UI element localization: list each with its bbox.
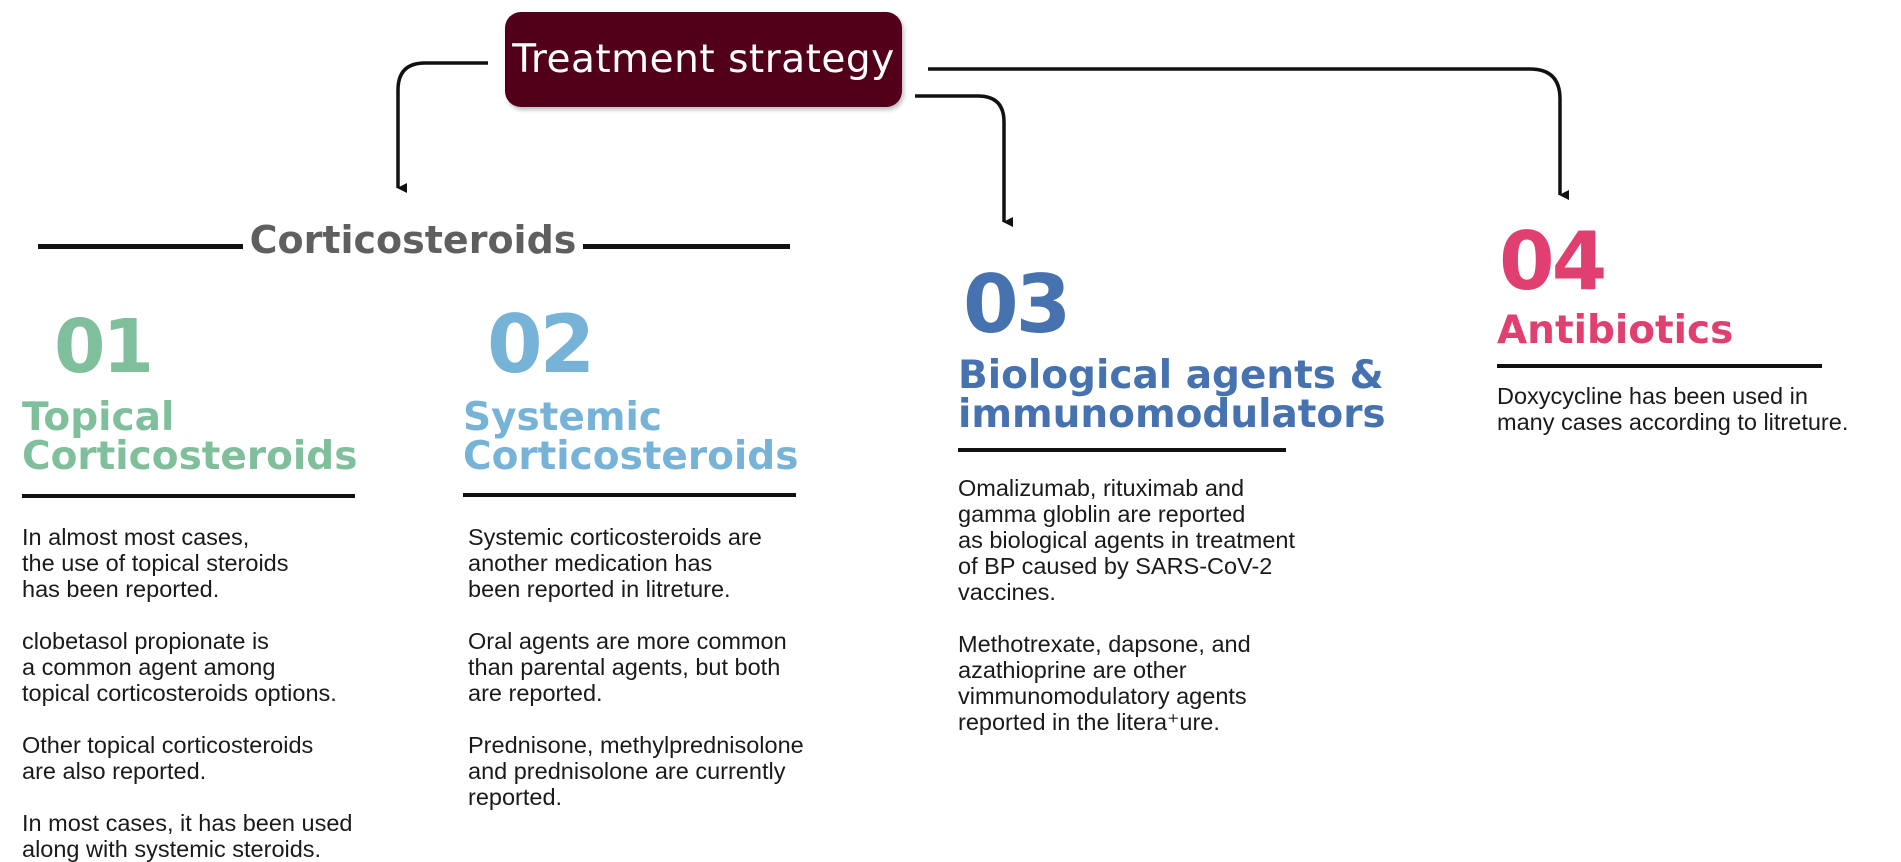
biological-agents-card: 03 Biological agents & immunomodulators … [958, 265, 1408, 735]
card-title: Topical Corticosteroids [22, 398, 402, 476]
card-paragraph: In almost most cases, the use of topical… [22, 524, 289, 602]
card-body: Doxycycline has been used in many cases … [1497, 383, 1897, 435]
corticosteroids-group-header: Corticosteroids [38, 218, 790, 274]
card-divider [463, 493, 796, 497]
card-divider [958, 448, 1286, 452]
card-paragraph: clobetasol propionate is a common agent … [22, 628, 337, 706]
topical-corticosteroids-card: 01 Topical Corticosteroids In almost mos… [22, 310, 402, 862]
arrow-to-antibiotics [928, 67, 1569, 200]
group-rule-left [38, 244, 243, 249]
card-title-line: Antibiotics [1497, 308, 1734, 353]
card-title-line: Corticosteroids [22, 434, 358, 479]
card-paragraph: In most cases, it has been used along wi… [22, 810, 353, 862]
card-paragraph: Doxycycline has been used in many cases … [1497, 383, 1849, 435]
card-paragraph: Systemic corticosteroids are another med… [468, 524, 762, 602]
arrow-to-corticosteroids [396, 61, 488, 193]
treatment-strategy-node: Treatment strategy [505, 12, 902, 107]
systemic-corticosteroids-card: 02 Systemic Corticosteroids Systemic cor… [463, 305, 883, 810]
card-divider [1497, 364, 1822, 368]
card-number: 04 [1499, 215, 1607, 308]
card-paragraph: Oral agents are more common than parenta… [468, 628, 787, 706]
treatment-strategy-title: Treatment strategy [512, 37, 895, 82]
card-body: Omalizumab, rituximab and gamma globlin … [958, 475, 1408, 735]
card-divider [22, 494, 355, 498]
card-body: Systemic corticosteroids are another med… [468, 524, 883, 810]
card-paragraph: Omalizumab, rituximab and gamma globlin … [958, 475, 1296, 605]
card-title-line: Topical [22, 395, 175, 440]
card-paragraph: Other topical corticosteroids are also r… [22, 732, 314, 784]
card-number: 01 [54, 304, 154, 390]
card-title: Biological agents & immunomodulators [958, 356, 1408, 434]
card-number: 02 [487, 298, 595, 391]
card-title-line: Biological agents & [958, 353, 1384, 398]
card-title: Systemic Corticosteroids [463, 398, 883, 476]
corticosteroids-group-title: Corticosteroids [249, 218, 577, 262]
arrow-to-biological-agents [915, 94, 1013, 227]
card-paragraph: Prednisone, methylprednisolone and predn… [468, 732, 804, 810]
antibiotics-card: 04 Antibiotics Doxycycline has been used… [1497, 222, 1897, 435]
card-body: In almost most cases, the use of topical… [22, 524, 402, 862]
card-title-line: Corticosteroids [463, 434, 799, 479]
card-title-line: immunomodulators [958, 392, 1386, 437]
card-number: 03 [963, 258, 1071, 351]
card-title-line: Systemic [463, 395, 662, 440]
group-rule-right [583, 244, 790, 249]
card-paragraph: Methotrexate, dapsone, and azathioprine … [958, 631, 1251, 735]
card-title: Antibiotics [1497, 311, 1897, 350]
